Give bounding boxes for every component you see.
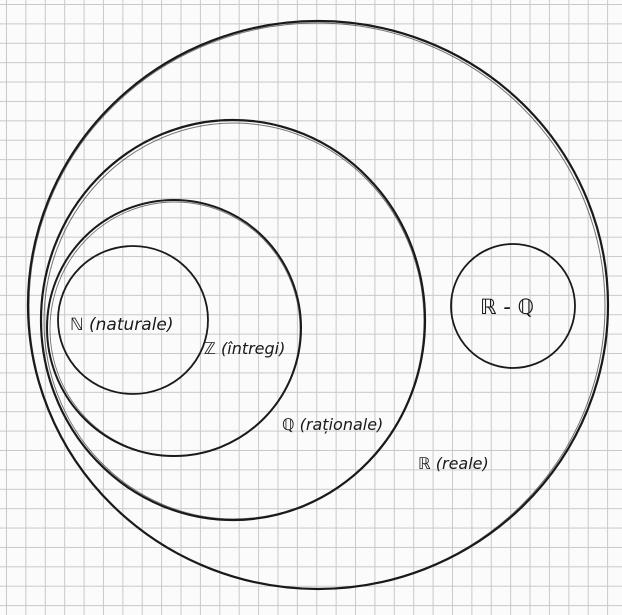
irrationals-circle — [450, 243, 576, 369]
rationals-circle-overstroke — [43, 122, 425, 520]
integers-label: ℤ (întregi) — [204, 339, 285, 358]
irrationals-label: ℝ - ℚ — [480, 295, 534, 319]
reals-circle-overstroke — [28, 22, 606, 590]
rationals-circle — [39, 118, 427, 522]
reals-label: ℝ (reale) — [418, 454, 489, 473]
naturals-circle — [57, 245, 209, 395]
rationals-label: ℚ (raționale) — [282, 415, 383, 434]
integers-circle-overstroke — [49, 201, 301, 457]
naturals-label: ℕ (naturale) — [70, 315, 174, 335]
